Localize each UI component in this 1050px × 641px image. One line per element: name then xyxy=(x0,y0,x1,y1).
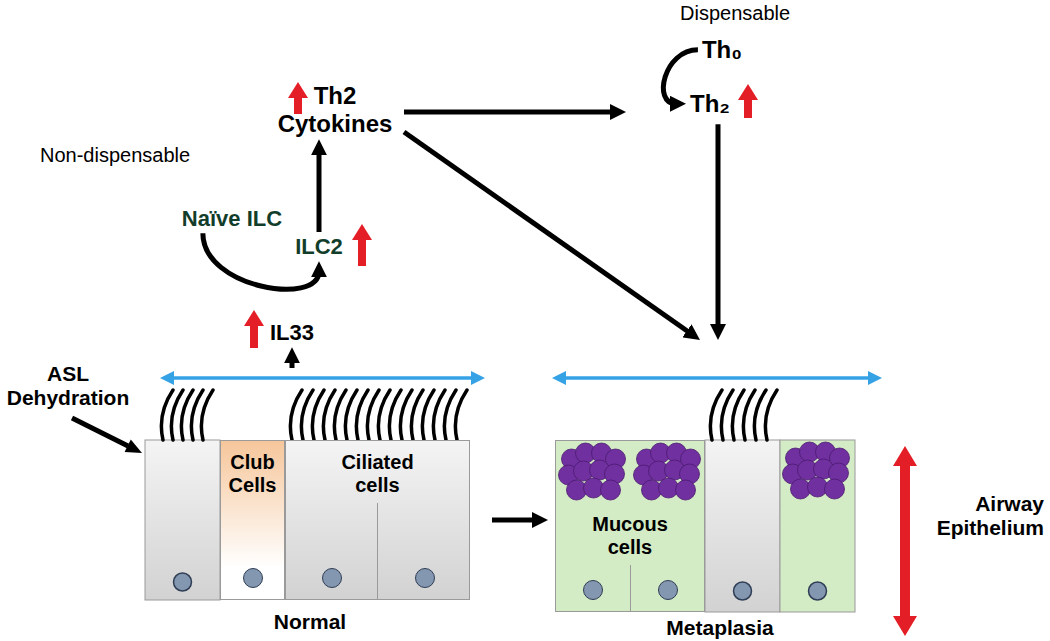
connector-arrow xyxy=(716,124,721,330)
epithelial-cell xyxy=(145,440,220,600)
mucus-granule xyxy=(676,480,696,500)
epithelial-cell xyxy=(705,440,780,612)
cytokine-label: Th2 Cytokines xyxy=(270,82,400,137)
nucleus xyxy=(243,568,263,588)
cell-type-label: Th₀ xyxy=(698,34,746,66)
axis-label: Airway Epithelium xyxy=(918,492,1044,540)
nucleus xyxy=(809,582,827,600)
increase-arrow xyxy=(738,84,758,118)
cytokine-label: Th2 Cytokines xyxy=(266,80,404,139)
group-heading: Non-dispensable xyxy=(40,144,190,167)
cell-label: Club Cells xyxy=(221,451,284,497)
cell-label: Mucous cells xyxy=(583,513,678,559)
cell-border xyxy=(630,565,631,611)
mucus-granules xyxy=(556,441,706,507)
width-arrow xyxy=(564,376,870,380)
width-arrow xyxy=(172,376,473,380)
nucleus xyxy=(174,573,192,591)
mucous-cells: Mucous cells xyxy=(555,440,705,612)
arrow-head xyxy=(125,440,142,454)
epithelium-normal: Normal Club Cells Ciliated cells xyxy=(140,368,492,638)
cell-border xyxy=(377,503,378,599)
arrow-head xyxy=(160,371,174,385)
nucleus xyxy=(322,568,342,588)
connector-arrow xyxy=(290,357,295,368)
mucus-granules xyxy=(783,442,850,499)
increase-arrow xyxy=(244,310,264,348)
height-arrow xyxy=(893,446,917,636)
ellipse-outline xyxy=(592,27,809,124)
connector-arrow xyxy=(404,132,692,334)
mucus-granule xyxy=(601,480,621,500)
arrow-head xyxy=(868,371,882,385)
mucus-granule xyxy=(825,479,845,499)
cell-type-label: ILC2 xyxy=(291,232,347,261)
ilc-ellipse: Non-dispensableNaïve ILCILC2 xyxy=(150,190,400,315)
arrow-head xyxy=(552,371,566,385)
increase-arrow xyxy=(288,82,308,114)
nucleus xyxy=(415,568,435,588)
cytokine-label: IL33 xyxy=(270,320,314,345)
connector-arrow xyxy=(492,518,538,523)
connector-arrow xyxy=(317,149,322,232)
epithelium-metaplasia: Metaplasia Mucous cells xyxy=(548,340,890,638)
cell-type-label: Naïve ILC xyxy=(182,206,282,231)
nucleus xyxy=(734,582,752,600)
cell-type-label: ILC2 xyxy=(295,234,343,259)
increase-arrow xyxy=(352,224,372,266)
nucleus xyxy=(583,580,603,600)
cilia xyxy=(161,390,777,440)
ciliated-cells: Ciliated cells xyxy=(285,440,470,600)
cell-type-label: Th₀ xyxy=(702,36,742,64)
cytokine-label: IL33 xyxy=(266,318,318,347)
cell-type-label: Th₂ xyxy=(686,88,734,120)
connector-arrow xyxy=(404,110,616,115)
group-heading: Dispensable xyxy=(680,2,790,25)
arrow-head xyxy=(471,371,485,385)
nucleus xyxy=(658,580,678,600)
cell-label: Ciliated cells xyxy=(323,451,433,497)
ellipse-outline xyxy=(152,192,399,314)
cell-type-label: Naïve ILC xyxy=(178,204,286,233)
cell-type-label: Th₂ xyxy=(690,90,730,118)
club-cell: Club Cells xyxy=(220,440,285,600)
mucous-cell xyxy=(780,440,855,612)
region-label: Metaplasia xyxy=(555,616,885,640)
th-ellipse: DispensableTh₀Th₂ xyxy=(590,25,810,125)
stimulus-arrow xyxy=(72,418,128,446)
stimulus-label: ASL Dehydration xyxy=(4,362,132,410)
region-label: Normal xyxy=(145,610,475,634)
